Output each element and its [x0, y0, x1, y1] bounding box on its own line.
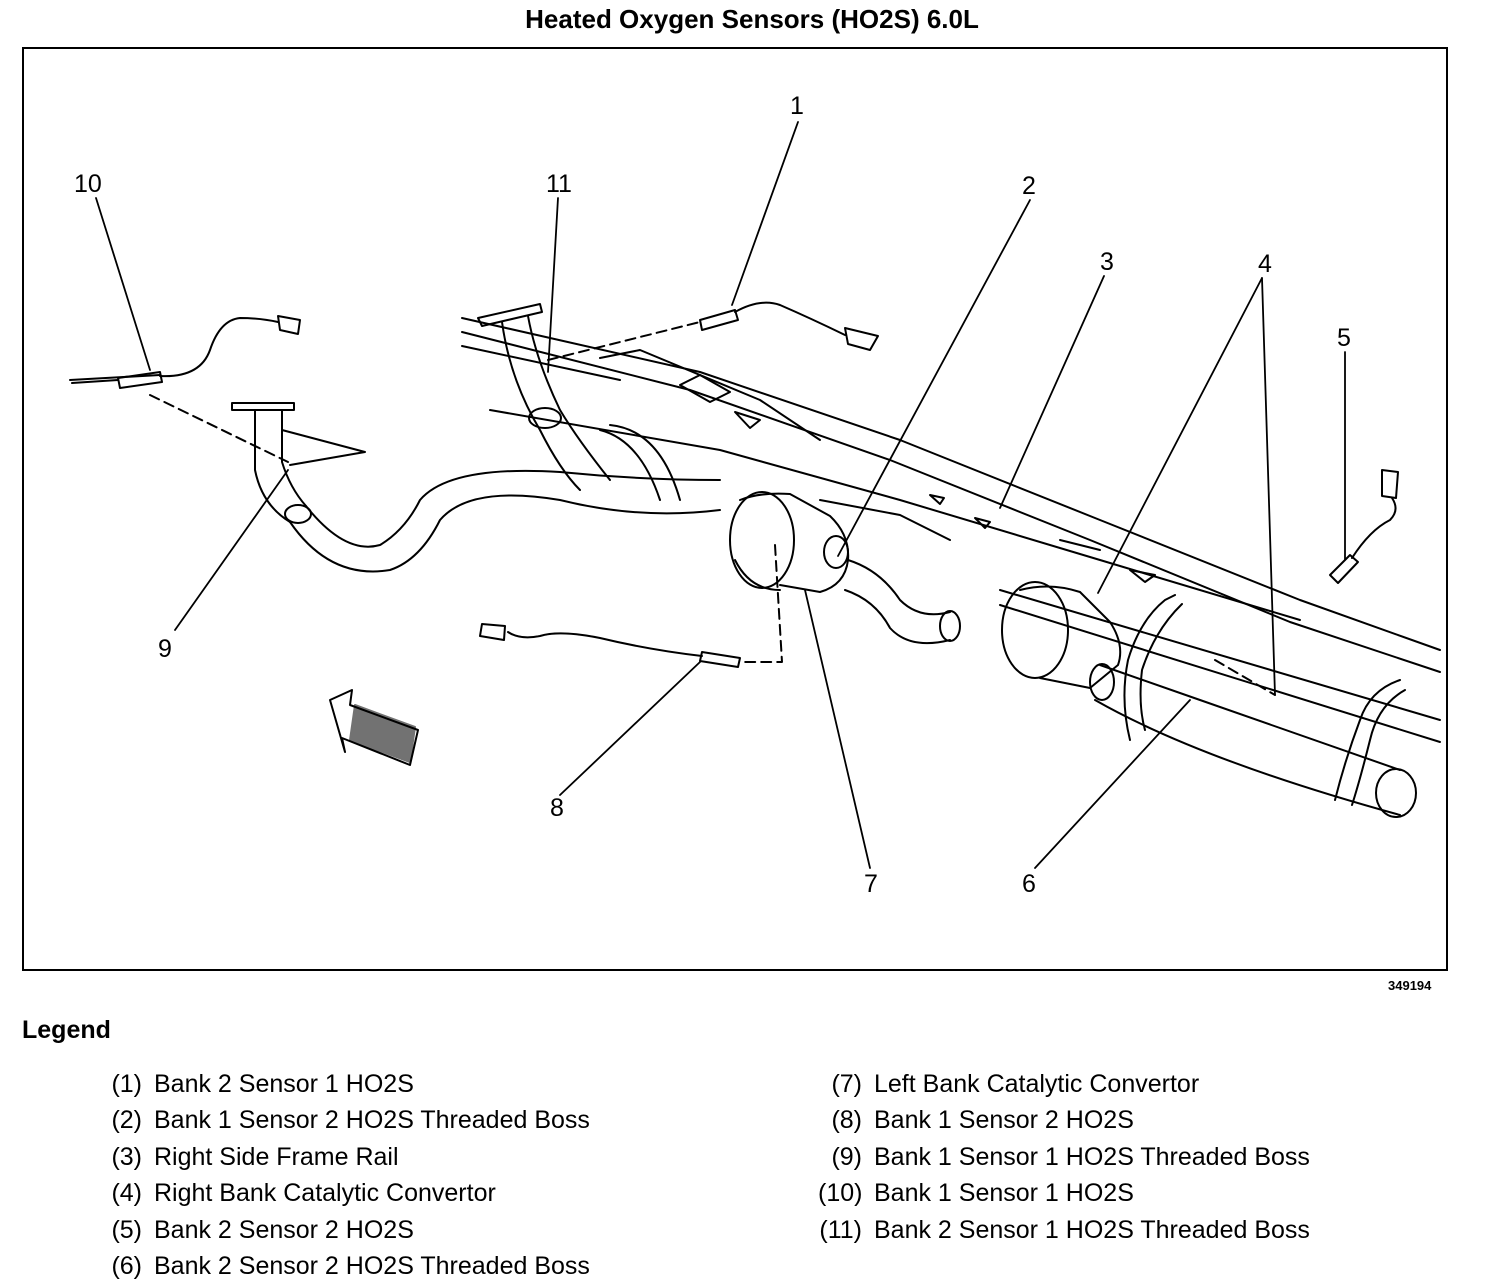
legend-number: (10) — [818, 1179, 863, 1208]
legend-item: (4) Right Bank Catalytic Convertor — [84, 1176, 590, 1213]
callout-4: 4 — [1258, 250, 1272, 278]
callout-11: 11 — [546, 170, 572, 198]
left-catalytic-converter — [729, 491, 961, 645]
legend-item: (1) Bank 2 Sensor 1 HO2S — [84, 1066, 590, 1103]
legend-item: (3) Right Side Frame Rail — [84, 1139, 590, 1176]
legend-text: Bank 2 Sensor 2 HO2S — [154, 1215, 414, 1244]
legend-column-left: (1) Bank 2 Sensor 1 HO2S (2) Bank 1 Sens… — [84, 1066, 590, 1286]
legend-text: Bank 1 Sensor 1 HO2S Threaded Boss — [874, 1142, 1310, 1171]
legend-item: (5) Bank 2 Sensor 2 HO2S — [84, 1212, 590, 1249]
figure-frame — [22, 47, 1448, 971]
legend-text: Left Bank Catalytic Convertor — [874, 1069, 1200, 1098]
legend-text: Bank 2 Sensor 1 HO2S Threaded Boss — [874, 1215, 1310, 1244]
legend-number: (2) — [111, 1106, 142, 1135]
legend-number: (8) — [831, 1106, 862, 1135]
callout-6: 6 — [1022, 870, 1036, 898]
exhaust-pipe-left — [231, 402, 721, 573]
leader-lines — [95, 121, 1346, 869]
forward-arrow — [329, 689, 419, 766]
sensor-10 — [71, 315, 301, 389]
legend-number: (7) — [831, 1069, 862, 1098]
legend-item: (11) Bank 2 Sensor 1 HO2S Threaded Boss — [818, 1212, 1310, 1249]
legend-number: (5) — [111, 1215, 142, 1244]
legend-text: Bank 1 Sensor 1 HO2S — [874, 1179, 1134, 1208]
legend-number: (9) — [831, 1142, 862, 1171]
sensor-5 — [1329, 469, 1399, 584]
legend-heading: Legend — [22, 1016, 111, 1044]
dashed-lines — [149, 321, 1276, 696]
legend-item: (10) Bank 1 Sensor 1 HO2S — [818, 1176, 1310, 1213]
legend-item: (9) Bank 1 Sensor 1 HO2S Threaded Boss — [818, 1139, 1310, 1176]
hangers — [1123, 594, 1406, 806]
exhaust-diagram: 1 2 3 4 5 6 7 8 9 10 11 — [69, 92, 1441, 898]
legend-number: (4) — [111, 1179, 142, 1208]
page-title: Heated Oxygen Sensors (HO2S) 6.0L — [525, 4, 979, 34]
sensor-1 — [699, 301, 879, 351]
callout-9: 9 — [158, 635, 172, 663]
frame-rail — [461, 317, 1441, 743]
callout-8: 8 — [550, 794, 564, 822]
legend-number: (1) — [111, 1069, 142, 1098]
legend-number: (3) — [111, 1142, 142, 1171]
callout-5: 5 — [1337, 324, 1351, 352]
sensor-planes — [69, 374, 366, 466]
legend-text: Bank 2 Sensor 1 HO2S — [154, 1069, 414, 1098]
legend-item: (8) Bank 1 Sensor 2 HO2S — [818, 1103, 1310, 1140]
callout-10: 10 — [74, 170, 102, 198]
figure-id: 349194 — [1388, 978, 1432, 993]
callout-numbers: 1 2 3 4 5 6 7 8 9 10 11 — [74, 92, 1351, 898]
legend-number: (11) — [819, 1215, 862, 1244]
callout-2: 2 — [1022, 172, 1036, 200]
exhaust-pipe-right — [477, 303, 681, 501]
legend-item: (7) Left Bank Catalytic Convertor — [818, 1066, 1310, 1103]
callout-1: 1 — [790, 92, 804, 120]
right-catalytic-converter — [1001, 581, 1417, 818]
legend-number: (6) — [111, 1252, 142, 1281]
sensor-8 — [479, 623, 741, 668]
legend-text: Right Side Frame Rail — [154, 1142, 399, 1171]
legend-text: Right Bank Catalytic Convertor — [154, 1179, 496, 1208]
legend-item: (6) Bank 2 Sensor 2 HO2S Threaded Boss — [84, 1249, 590, 1286]
legend-item: (2) Bank 1 Sensor 2 HO2S Threaded Boss — [84, 1103, 590, 1140]
legend-text: Bank 1 Sensor 2 HO2S Threaded Boss — [154, 1106, 590, 1135]
callout-7: 7 — [864, 870, 878, 898]
legend-column-right: (7) Left Bank Catalytic Convertor (8) Ba… — [818, 1066, 1310, 1249]
callout-3: 3 — [1100, 248, 1114, 276]
legend-text: Bank 2 Sensor 2 HO2S Threaded Boss — [154, 1252, 590, 1281]
legend-text: Bank 1 Sensor 2 HO2S — [874, 1106, 1134, 1135]
